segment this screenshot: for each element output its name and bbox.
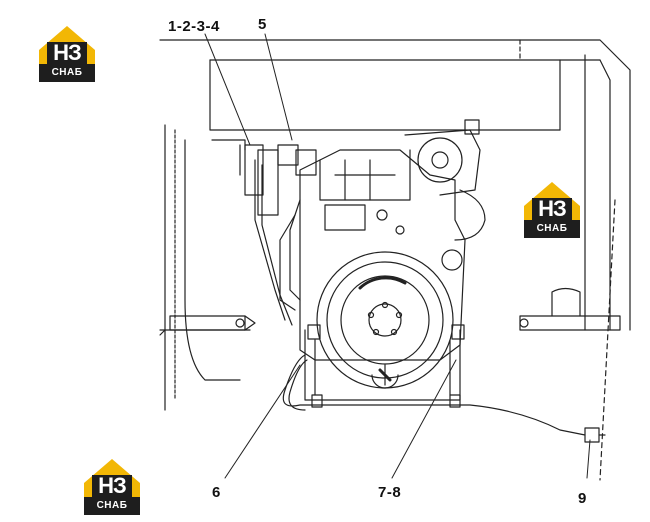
right-engine-mount — [519, 287, 621, 331]
callout-6: 6 — [212, 484, 221, 501]
callout-9: 9 — [578, 490, 587, 507]
brand-main-text: НЗ — [538, 196, 567, 221]
brand-watermark-logo: НЗ СНАБ — [80, 455, 144, 519]
brand-watermark-logo: НЗ СНАБ — [35, 22, 99, 86]
leader-lines — [204, 33, 591, 479]
brand-sub-text: СНАБ — [51, 67, 83, 78]
callout-7-8: 7-8 — [378, 484, 402, 501]
house-logo-icon — [84, 459, 140, 515]
callout-1-2-3-4: 1-2-3-4 — [168, 18, 220, 35]
brand-sub-text: СНАБ — [536, 223, 568, 234]
frame-outline — [159, 39, 631, 481]
wiring-harness — [239, 144, 301, 326]
house-logo-icon — [524, 182, 580, 238]
sensor-relay-unit — [211, 139, 317, 216]
callout-5: 5 — [258, 16, 267, 33]
brand-main-text: НЗ — [53, 40, 82, 65]
flywheel-housing — [316, 251, 454, 389]
cable-hose — [282, 354, 606, 443]
brand-watermark-logo: НЗ СНАБ — [520, 178, 584, 242]
brand-main-text: НЗ — [98, 473, 127, 498]
brand-sub-text: СНАБ — [96, 500, 128, 511]
engine-support-frame — [304, 324, 465, 408]
turbocharger — [404, 119, 486, 271]
left-engine-mount — [169, 315, 256, 331]
house-logo-icon — [39, 26, 95, 82]
